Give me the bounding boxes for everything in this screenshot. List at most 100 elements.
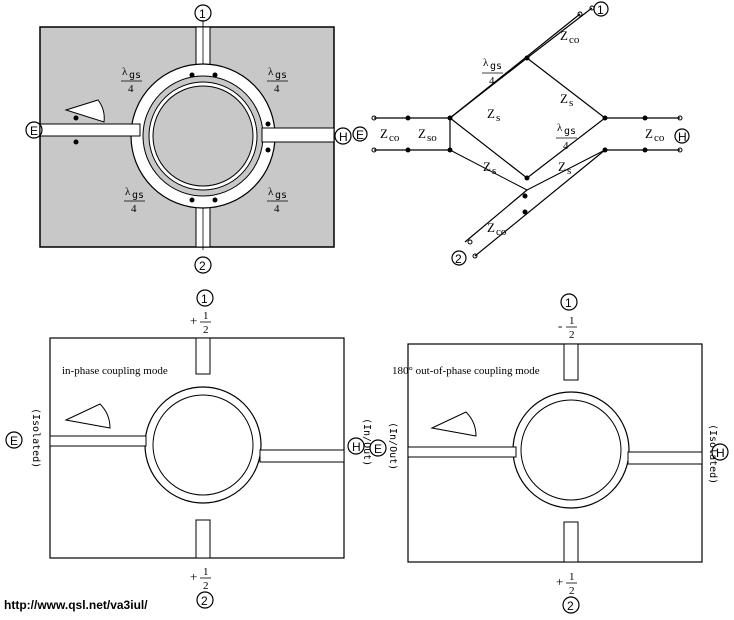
svg-text:Z: Z — [560, 91, 568, 106]
label-quarter-wave-net-2: λ gs 4 — [556, 122, 577, 152]
label-zco-left: Z co — [380, 126, 400, 144]
svg-text:gs: gs — [490, 61, 502, 72]
svg-text:co: co — [496, 226, 507, 238]
side-label-inout-br: (In/Out) — [387, 422, 398, 470]
svg-text:E: E — [356, 128, 364, 142]
svg-text:Z: Z — [380, 126, 388, 141]
svg-text:2: 2 — [567, 599, 574, 613]
svg-text:Z: Z — [558, 159, 566, 174]
port-e-marker-tl: E — [25, 121, 43, 139]
svg-text:λ: λ — [483, 57, 489, 69]
svg-text:H: H — [352, 440, 361, 454]
port-2-marker-br: 2 — [562, 596, 580, 614]
svg-text:1: 1 — [199, 7, 206, 21]
svg-text:2: 2 — [203, 580, 209, 592]
label-quarter-wave-net-1: λ gs 4 — [482, 57, 503, 87]
svg-text:4: 4 — [274, 203, 280, 215]
svg-text:1: 1 — [203, 566, 209, 578]
svg-text:λ: λ — [125, 186, 131, 198]
port-2-marker-bl: 2 — [196, 591, 214, 609]
label-quarter-wave-br: λ gs 4 — [267, 186, 288, 215]
svg-text:s: s — [492, 165, 496, 177]
mode-label-in-phase: in-phase coupling mode — [62, 365, 168, 377]
svg-text:+: + — [190, 313, 197, 328]
svg-text:E: E — [10, 434, 18, 448]
svg-text:2: 2 — [455, 252, 462, 266]
svg-text:s: s — [569, 97, 573, 109]
port-1-marker-br: 1 — [560, 293, 578, 311]
svg-text:so: so — [427, 132, 437, 144]
svg-text:λ: λ — [268, 66, 274, 78]
amp-bottom-br: + 1 2 — [556, 571, 577, 597]
port-e-marker-bl: E — [5, 431, 23, 449]
mode-label-out-of-phase: 180° out-of-phase coupling mode — [392, 365, 540, 377]
amp-top-bl: + 1 2 — [190, 310, 211, 336]
svg-text:Z: Z — [487, 106, 495, 121]
bond-dots — [73, 72, 271, 203]
svg-text:Z: Z — [487, 220, 495, 235]
svg-text:1: 1 — [565, 296, 572, 310]
svg-text:1: 1 — [597, 3, 604, 17]
port-1-marker-bl: 1 — [196, 289, 214, 307]
label-zco-top: Z co — [560, 28, 580, 46]
port-e-marker-tr: E — [352, 126, 368, 142]
port-h-marker-bl: H — [347, 437, 365, 455]
svg-text:H: H — [339, 130, 348, 144]
label-zco-right: Z co — [645, 126, 665, 144]
ring-inner-ground — [152, 85, 254, 187]
radial-stub-br — [430, 411, 477, 437]
svg-text:+: + — [556, 574, 563, 589]
svg-text:4: 4 — [489, 75, 495, 87]
radial-stub-e — [64, 99, 105, 123]
svg-text:2: 2 — [569, 585, 575, 597]
side-label-inout-bl: (In/Out) — [361, 418, 372, 466]
port-h-marker-tl: H — [334, 127, 352, 145]
feed-port-e — [39, 123, 141, 137]
label-zco-bottom: Z co — [487, 220, 507, 238]
svg-text:Z: Z — [483, 159, 491, 174]
svg-text:co: co — [654, 132, 665, 144]
svg-text:Z: Z — [645, 126, 653, 141]
svg-text:1: 1 — [203, 310, 209, 322]
svg-text:1: 1 — [201, 292, 208, 306]
svg-text:1: 1 — [569, 315, 575, 327]
port-2-marker-tr: 2 — [451, 250, 467, 266]
svg-text:2: 2 — [203, 324, 209, 336]
svg-text:H: H — [678, 130, 687, 144]
label-quarter-wave-tr: λ gs 4 — [267, 66, 288, 95]
svg-text:λ: λ — [557, 122, 563, 134]
svg-text:s: s — [496, 112, 500, 124]
svg-text:Z: Z — [560, 28, 568, 43]
svg-text:4: 4 — [128, 83, 134, 95]
label-zs-4: Z s — [558, 159, 571, 177]
label-zs-2: Z s — [560, 91, 573, 109]
svg-text:co: co — [569, 34, 580, 46]
svg-text:4: 4 — [563, 140, 569, 152]
port-1-marker-tl: 1 — [194, 4, 212, 22]
svg-text:Z: Z — [418, 126, 426, 141]
svg-text:s: s — [567, 165, 571, 177]
junction-dots — [371, 5, 683, 259]
svg-text:4: 4 — [274, 83, 280, 95]
label-zs-3: Z s — [483, 159, 496, 177]
svg-text:4: 4 — [131, 203, 137, 215]
svg-text:gs: gs — [129, 70, 141, 81]
svg-text:E: E — [374, 442, 382, 456]
panel-bottom-right-out-of-phase: 180° out-of-phase coupling mode (In/Out)… — [369, 293, 729, 614]
svg-text:2: 2 — [201, 594, 208, 608]
svg-text:gs: gs — [132, 190, 144, 201]
amp-bottom-bl: + 1 2 — [190, 566, 211, 592]
svg-text:2: 2 — [199, 259, 206, 273]
port-1-marker-tr: 1 — [593, 1, 609, 17]
label-zso: Z so — [418, 126, 437, 144]
svg-text:H: H — [716, 446, 725, 460]
source-url: http://www.qsl.net/va3iul/ — [4, 598, 148, 612]
port-h-marker-tr: H — [674, 128, 690, 144]
svg-text:E: E — [30, 124, 38, 138]
svg-text:1: 1 — [569, 571, 575, 583]
svg-text:λ: λ — [268, 186, 274, 198]
radial-stub-bl — [64, 403, 111, 429]
svg-text:co: co — [389, 132, 400, 144]
panel-bottom-left-in-phase: in-phase coupling mode (Isolated) (In/Ou… — [5, 289, 372, 609]
